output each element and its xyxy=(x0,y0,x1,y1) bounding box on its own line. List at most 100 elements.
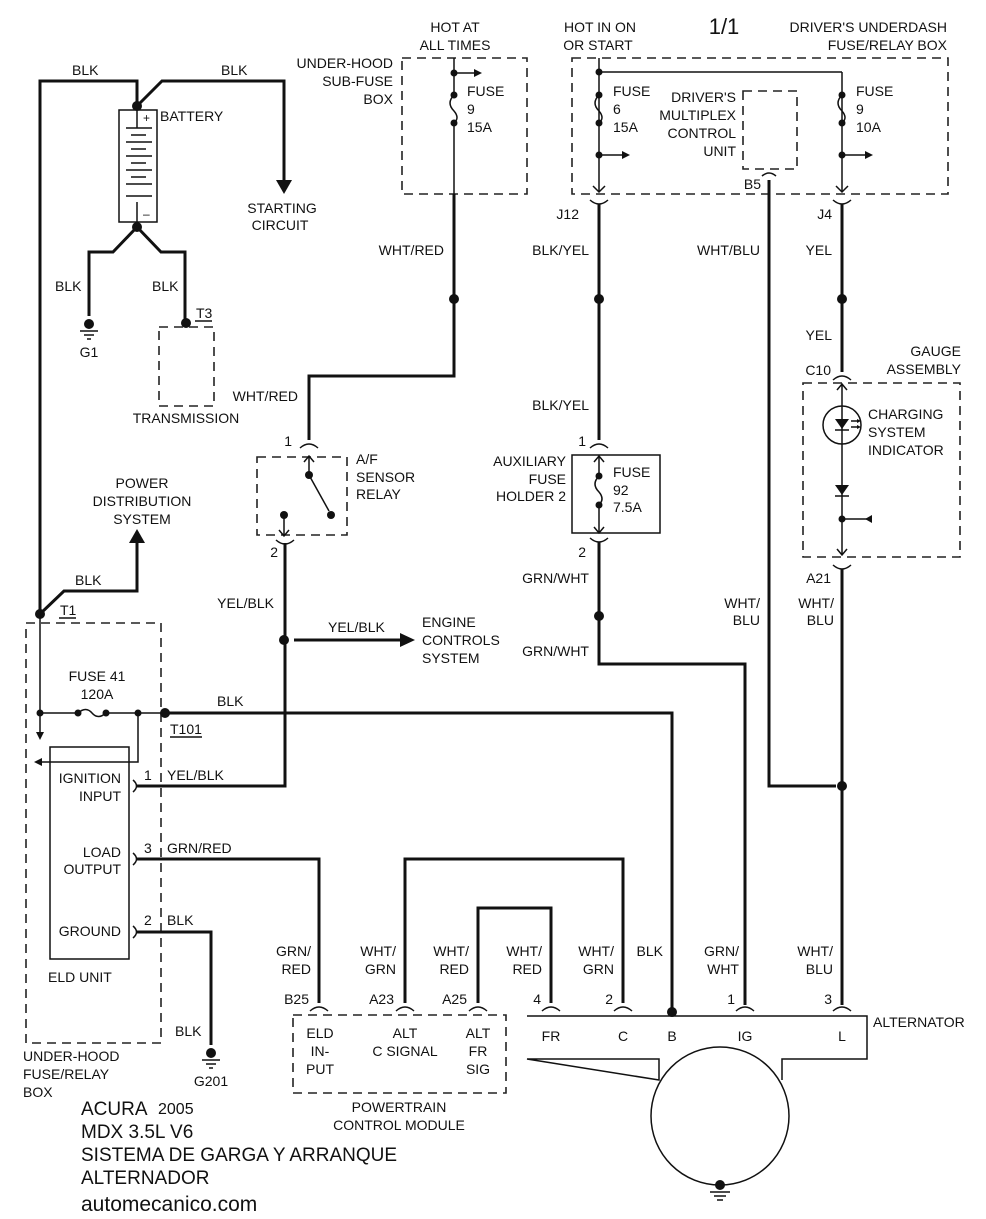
wire-label: GRN/RED xyxy=(167,840,232,856)
powertrain-control-module: ELD IN- PUT ALT C SIGNAL ALT FR SIG POWE… xyxy=(292,1014,507,1133)
connector-t1: T1 xyxy=(60,602,77,618)
eld-pin-3: 3 xyxy=(144,840,152,856)
connector-c10: C10 xyxy=(805,362,831,378)
fuse-41-label: FUSE 41 xyxy=(69,668,126,684)
fuse-rating: 10A xyxy=(856,119,882,135)
engine-controls-label: CONTROLS xyxy=(422,632,500,648)
battery-body xyxy=(118,109,158,223)
alternator-label: ALTERNATOR xyxy=(873,1014,965,1030)
wire-label: RED xyxy=(512,961,542,977)
wire-wht-red xyxy=(307,194,456,440)
wire-label: BLK xyxy=(221,62,248,78)
starting-circuit-label: CIRCUIT xyxy=(252,217,309,233)
aux-fuse-holder-label: AUXILIARY xyxy=(493,453,567,469)
drivers-box-label: FUSE/RELAY BOX xyxy=(828,37,948,53)
wire-label: GRN/WHT xyxy=(522,570,589,586)
charging-indicator-label: INDICATOR xyxy=(868,442,944,458)
pcm-pin-label: PUT xyxy=(306,1061,334,1077)
engine-controls-label: SYSTEM xyxy=(422,650,480,666)
wire-label: GRN xyxy=(365,961,396,977)
wire-label: WHT/ xyxy=(433,943,469,959)
pcm-pin-label: IN- xyxy=(311,1043,330,1059)
eld-pin-1: 1 xyxy=(144,767,152,783)
wire-label: YEL xyxy=(806,242,833,258)
hot-at-all-times: HOT AT xyxy=(430,19,480,35)
wire-yel-blk xyxy=(137,543,287,788)
underhood-box-label: BOX xyxy=(23,1084,53,1100)
aux-fuse-holder-2: 1 2 AUXILIARY FUSE HOLDER 2 FUSE 92 7.5A xyxy=(493,433,661,560)
relay-switch-icon xyxy=(308,474,330,512)
fuse-41-rating: 120A xyxy=(81,686,114,702)
subfuse-box-label: SUB-FUSE xyxy=(322,73,393,89)
wire-label: YEL/BLK xyxy=(217,595,274,611)
fuse-label: FUSE xyxy=(467,83,504,99)
wire-label: BLK/YEL xyxy=(532,397,589,413)
wire-grn-red xyxy=(137,857,321,1003)
eld-pin-label: GROUND xyxy=(59,923,121,939)
fuse-rating: 7.5A xyxy=(613,499,642,515)
wire-label: YEL/BLK xyxy=(167,767,224,783)
alt-pin-label: C xyxy=(618,1028,628,1044)
pds-label: SYSTEM xyxy=(113,511,171,527)
arrow-down-icon xyxy=(36,732,44,740)
fuse-label: FUSE xyxy=(613,83,650,99)
caption-component: ALTERNADOR xyxy=(81,1168,209,1189)
caption-system: SISTEMA DE GARGA Y ARRANQUE xyxy=(81,1145,397,1166)
arrow-left-icon xyxy=(34,758,42,766)
pcm-pin-label: ALT xyxy=(393,1025,418,1041)
wire-label: BLU xyxy=(733,612,760,628)
fuse-number: 9 xyxy=(467,101,475,117)
mpcu-label: CONTROL xyxy=(668,125,737,141)
eld-pin-label: OUTPUT xyxy=(63,861,121,877)
connector-t101: T101 xyxy=(170,721,202,737)
eld-pin-label: LOAD xyxy=(83,844,121,860)
gauge-assembly-label: GAUGE xyxy=(910,343,961,359)
af-sensor-relay: 1 2 A/F SENSOR RELAY xyxy=(256,433,415,560)
fuse-icon xyxy=(594,94,603,124)
eld-unit-box xyxy=(49,746,130,960)
pcm-pin-label: C SIGNAL xyxy=(372,1043,438,1059)
wire-label: WHT/ xyxy=(360,943,396,959)
mpcu-label: UNIT xyxy=(703,143,736,159)
pcm-label: CONTROL MODULE xyxy=(333,1117,465,1133)
wire-wht-blu-mpcu xyxy=(767,180,836,788)
alt-pin-2: 2 xyxy=(605,991,613,1007)
alt-pin-label: B xyxy=(667,1028,676,1044)
battery-minus-icon: – xyxy=(143,207,150,221)
wire-blk-g201 xyxy=(137,930,213,1045)
underhood-box-label: UNDER-HOOD xyxy=(23,1048,119,1064)
relay-label: A/F xyxy=(356,451,378,467)
arrow-right-icon xyxy=(474,69,482,77)
fuse-label: FUSE xyxy=(856,83,893,99)
wire-label: BLK xyxy=(75,572,102,588)
wire-label: BLK xyxy=(167,912,194,928)
fuse-label: FUSE xyxy=(613,464,650,480)
gauge-assembly-label: ASSEMBLY xyxy=(887,361,962,377)
wire-label: BLU xyxy=(807,612,834,628)
connector-a23: A23 xyxy=(369,991,394,1007)
wire-label: WHT/ xyxy=(797,943,833,959)
arrow-right-icon xyxy=(400,633,415,647)
gauge-assembly: GAUGE ASSEMBLY C10 CHARGING SYSTEM INDIC… xyxy=(802,343,962,586)
wire-grn-wht xyxy=(597,542,747,1005)
aux-fuse-holder-label: FUSE xyxy=(529,471,566,487)
charging-indicator-label: CHARGING xyxy=(868,406,943,422)
wire-label: BLU xyxy=(806,961,833,977)
connector-g201: G201 xyxy=(194,1073,228,1089)
connector-b25: B25 xyxy=(284,991,309,1007)
wire-label: WHT xyxy=(707,961,739,977)
eld-unit-label: ELD UNIT xyxy=(48,969,112,985)
wire-label: BLK/YEL xyxy=(532,242,589,258)
arrow-up-icon xyxy=(129,529,145,543)
fuse-icon xyxy=(449,94,458,124)
underhood-subfuse-box: HOT AT ALL TIMES UNDER-HOOD SUB-FUSE BOX… xyxy=(297,19,528,195)
arrow-left-icon xyxy=(865,515,872,523)
caption-model: MDX 3.5L V6 xyxy=(81,1122,193,1143)
pcm-pin-label: ALT xyxy=(466,1025,491,1041)
wire-label: YEL xyxy=(806,327,833,343)
fuse-number: 6 xyxy=(613,101,621,117)
pcm-pin-label: FR xyxy=(469,1043,488,1059)
eld-pin-label: INPUT xyxy=(79,788,121,804)
wire-label: WHT/ xyxy=(506,943,542,959)
